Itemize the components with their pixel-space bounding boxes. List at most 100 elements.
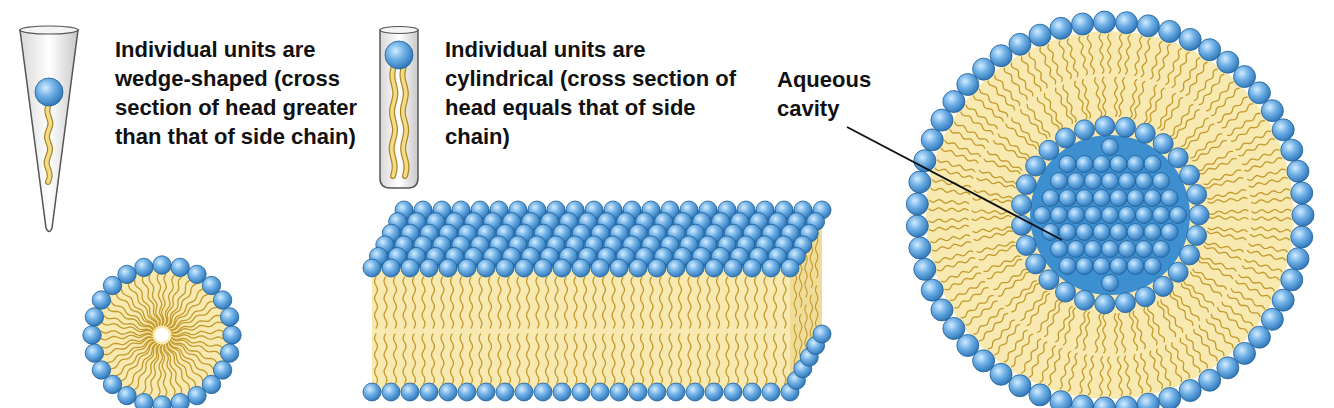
lipid-tail [945, 141, 981, 157]
lipid-tail [774, 277, 777, 328]
lipid-head [572, 383, 590, 401]
lipid-head [1287, 248, 1309, 270]
lipid-tail [1148, 307, 1165, 342]
lipid-head [553, 259, 571, 277]
lipid-head [743, 259, 761, 277]
lipid-tail [984, 256, 1020, 271]
lipid-tail [603, 277, 606, 328]
lipid-head [1076, 156, 1093, 173]
lipid-tail [165, 345, 182, 393]
lipid-tail [1166, 346, 1182, 382]
lipid-tail [527, 277, 530, 328]
lipid-tail [1184, 124, 1214, 149]
lipid-head [1116, 12, 1138, 34]
lipid-tail [1134, 81, 1145, 119]
lipid-head [1281, 139, 1303, 161]
lipid-head [135, 393, 153, 408]
lipid-head [1159, 388, 1181, 408]
lipid-tail [707, 334, 710, 384]
lipid-tail [950, 282, 984, 301]
lipid-tail [111, 301, 153, 329]
lipid-tail [1252, 209, 1291, 213]
lipid-head [1136, 173, 1153, 190]
lipid-tail [432, 334, 435, 384]
lipid-head [1199, 39, 1221, 61]
lipid-tail [451, 334, 454, 384]
lipid-head [1153, 134, 1173, 154]
lipid-tail [764, 334, 767, 384]
lipid-tail [1118, 34, 1122, 73]
lipid-tail [977, 178, 1015, 187]
lipid-tail [1022, 339, 1041, 373]
lipid-tail [717, 277, 720, 328]
lipid-head [1056, 282, 1076, 302]
lipid-head [943, 317, 965, 339]
lipid-tail [783, 277, 786, 328]
lipid-head [1039, 270, 1059, 290]
lipid-head [724, 259, 742, 277]
lipid-head [909, 237, 931, 259]
lipid-head [610, 259, 628, 277]
lipid-head [1168, 262, 1188, 282]
lipid-tail [764, 277, 767, 328]
lipid-tail [622, 277, 625, 328]
lipid-tail [1245, 260, 1282, 272]
lipid-tail [413, 334, 416, 384]
lipid-tail [1011, 63, 1032, 96]
lipid-tail [1150, 351, 1162, 388]
lipid-tail [111, 340, 153, 368]
lipid-head [1291, 226, 1313, 248]
lipid-head [363, 383, 381, 401]
lipid-tail [1228, 295, 1260, 317]
lipid-tail [612, 334, 615, 384]
lipid-tail [783, 334, 786, 384]
lipid-tail [1208, 228, 1247, 233]
lipid-tail [1048, 349, 1061, 386]
lipid-tail [1198, 151, 1232, 170]
lipid-tail [966, 301, 997, 325]
lipid-tail [755, 277, 758, 328]
lipid-head [1093, 11, 1115, 33]
lipid-tail [172, 316, 220, 333]
lipid-tail [403, 334, 406, 384]
lipid-tail [972, 216, 1011, 221]
lipid-tail [517, 277, 520, 328]
lipid-tail [1114, 77, 1117, 116]
lipid-head [1135, 287, 1155, 307]
lipid-head [1287, 160, 1309, 182]
lipid-head [1144, 224, 1161, 241]
lipid-tail [698, 277, 701, 328]
lipid-tail [979, 246, 1016, 260]
lipid-head [223, 326, 241, 344]
lipid-head [1119, 173, 1136, 190]
lipid-head [1180, 245, 1200, 265]
shape-caption: Individual units are cylindrical (cross … [445, 35, 750, 151]
lipid-head [1102, 241, 1119, 258]
lipid-head [1115, 117, 1135, 137]
lipid-head [629, 259, 647, 277]
lipid-head [1068, 241, 1085, 258]
lipid-tail [1186, 62, 1207, 95]
lipid-tail [955, 288, 989, 308]
lipid-tail [1151, 42, 1162, 79]
lipid-tail [945, 273, 981, 290]
lipid-tail [384, 277, 387, 328]
bilayer [363, 201, 831, 401]
lipid-head [1051, 241, 1068, 258]
lipid-head [1009, 33, 1031, 55]
lipid-tail [603, 334, 606, 384]
lipid-head [1291, 182, 1313, 204]
lipid-tail [979, 170, 1016, 184]
lipid-tail [1080, 355, 1087, 394]
lipid-head [420, 259, 438, 277]
lipid-tail [1095, 78, 1102, 117]
lipid-head [1026, 156, 1046, 176]
lipid-tail [470, 277, 473, 328]
lipid-head [153, 396, 171, 408]
lipid-head [1034, 207, 1051, 224]
lipid-head [385, 41, 413, 69]
lipid-head [1248, 82, 1270, 104]
lipid-tail [1172, 52, 1189, 87]
lipid-head [1292, 204, 1314, 226]
lipid-tail [403, 66, 407, 176]
